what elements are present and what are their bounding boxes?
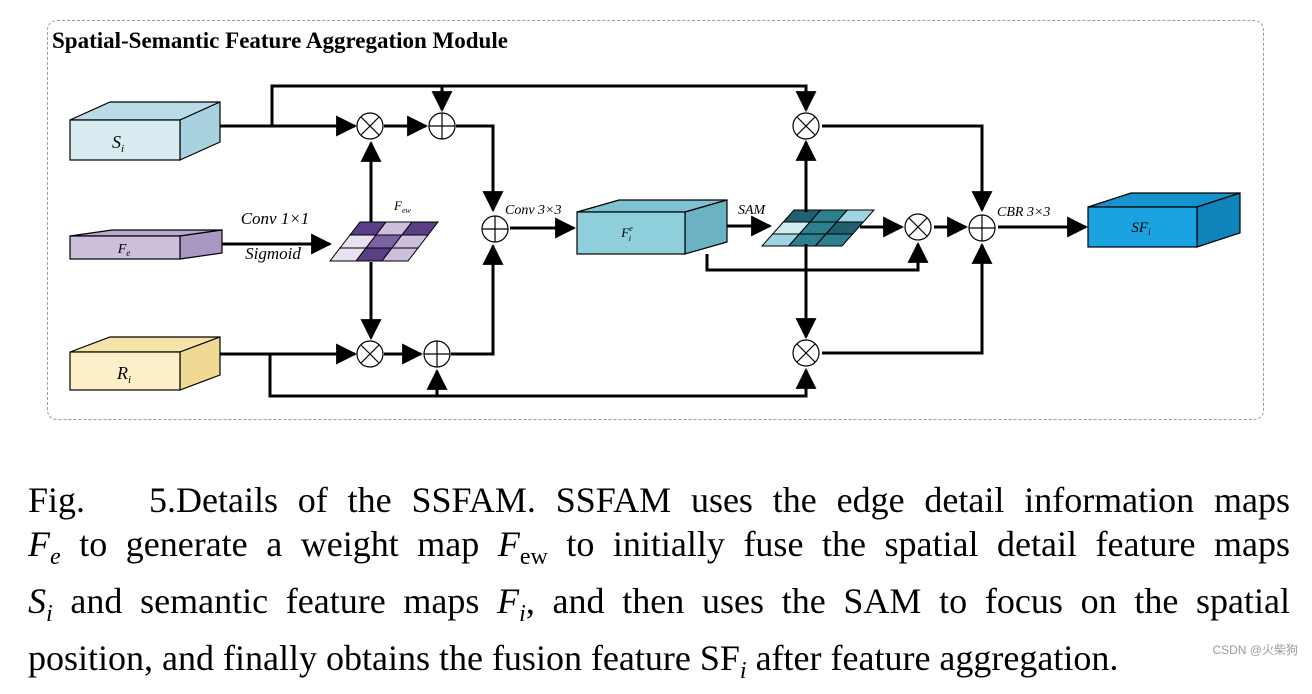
arrow-fie-skip-mul <box>705 241 929 272</box>
block-si-symbol: S <box>112 132 121 152</box>
caption-line-2: Fe to generate a weight map Few to initi… <box>28 524 1290 571</box>
add-op-middle <box>481 215 509 243</box>
label-conv3: Conv 3×3 <box>505 203 562 218</box>
block-fe-face <box>69 235 181 260</box>
svg-text:Fe: Fe <box>117 242 131 258</box>
arrow-top-to-add-final <box>822 124 993 213</box>
add-op-final <box>968 214 996 242</box>
caption-line-3: Si and semantic feature maps Fi, and the… <box>28 581 1290 628</box>
block-ri-sub: i <box>128 374 131 386</box>
arrow-ri-skip-bottom <box>268 354 817 398</box>
figure-caption: Fig. 5.Details of the SSFAM. SSFAM uses … <box>28 478 1290 694</box>
arrow-add1-to-add-mid <box>456 124 504 213</box>
block-fie-sup: e <box>629 224 633 233</box>
label-conv1: Conv 1×1 <box>241 209 310 228</box>
multiply-op-top-right <box>792 112 820 140</box>
block-ri-symbol: R <box>116 363 128 383</box>
block-fie-symbol: F <box>620 225 630 240</box>
svg-text:Ri: Ri <box>116 363 131 386</box>
multiply-op-top-left <box>356 112 384 140</box>
label-few: Few <box>393 198 412 215</box>
arrow-si-skip-add1 <box>270 84 453 126</box>
label-sigmoid: Sigmoid <box>245 244 301 263</box>
watermark: CSDN @火柴狗 <box>1212 643 1298 657</box>
svg-text:SFi: SFi <box>1131 220 1151 237</box>
module-panel <box>47 20 1264 420</box>
sam-attention-map <box>760 209 876 247</box>
block-si: Si <box>69 101 221 161</box>
svg-text:Si: Si <box>112 132 124 155</box>
caption-fig-number: Fig. 5. <box>28 480 176 520</box>
arrow-add2-to-add-mid <box>451 243 504 356</box>
multiply-op-bottom-left <box>356 340 384 368</box>
multiply-op-sam <box>904 213 932 241</box>
block-ri-face <box>69 351 181 391</box>
connections <box>220 84 1089 398</box>
few-grid-cell <box>380 247 420 262</box>
block-fe: Fe <box>69 229 223 260</box>
caption-line-1: Fig. 5.Details of the SSFAM. SSFAM uses … <box>28 480 1290 520</box>
block-fie-sub: i <box>629 234 631 243</box>
sam-grid-cell <box>814 233 854 247</box>
arrow-bottom-to-add-final <box>822 242 993 355</box>
few-weight-map <box>328 221 440 262</box>
block-fe-symbol: F <box>117 242 127 257</box>
arrow-si-to-mul-top-right <box>442 84 817 113</box>
svg-text:Fei: Fei <box>620 224 633 243</box>
block-fie-face <box>576 211 686 255</box>
block-si-sub: i <box>121 143 124 155</box>
block-fe-sub: e <box>126 248 130 258</box>
block-si-face <box>69 119 181 161</box>
block-sfi-sub: i <box>1148 227 1151 237</box>
caption-line-4: position, and finally obtains the fusion… <box>28 638 1119 685</box>
label-cbr: CBR 3×3 <box>997 205 1050 220</box>
panel-title: Spatial-Semantic Feature Aggregation Mod… <box>52 28 508 53</box>
multiply-op-bottom-right <box>792 339 820 367</box>
block-ri: Ri <box>69 336 221 391</box>
block-sfi: SFi <box>1087 192 1241 248</box>
block-sfi-symbol: SF <box>1131 220 1149 236</box>
add-op-top-left <box>428 112 456 140</box>
label-sam: SAM <box>738 203 767 218</box>
block-sfi-face <box>1087 206 1198 248</box>
add-op-bottom-left <box>423 340 451 368</box>
